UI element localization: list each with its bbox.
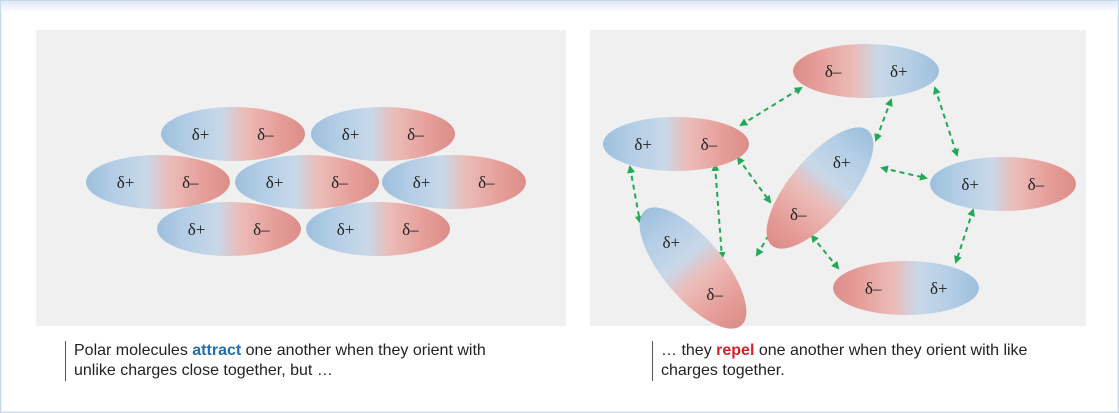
polar-molecule: δ– δ+ bbox=[833, 261, 979, 315]
attract-caption: Polar molecules attract one another when… bbox=[65, 341, 494, 381]
polar-molecule: δ+ δ– bbox=[311, 107, 455, 161]
polar-molecule: δ+ δ– bbox=[382, 155, 526, 209]
partial-positive-label: δ+ bbox=[413, 173, 431, 192]
partial-negative-label: δ– bbox=[865, 279, 882, 298]
molecule-body bbox=[382, 155, 526, 209]
partial-positive-label: δ+ bbox=[192, 125, 210, 144]
caption-text: one another when they orient with like c… bbox=[661, 342, 1028, 379]
molecule-body bbox=[766, 127, 874, 249]
molecule-body bbox=[157, 202, 301, 256]
partial-positive-label: δ+ bbox=[833, 153, 851, 172]
partial-positive-label: δ+ bbox=[337, 220, 355, 239]
molecule-body bbox=[639, 207, 747, 329]
partial-negative-label: δ– bbox=[402, 220, 419, 239]
partial-positive-label: δ+ bbox=[663, 233, 681, 252]
polar-molecule: δ+ δ– bbox=[157, 202, 301, 256]
partial-positive-label: δ+ bbox=[188, 220, 206, 239]
repulsion-arrow bbox=[880, 165, 928, 181]
interaction-arrows bbox=[627, 86, 975, 270]
attract-molecules: δ+ δ– δ+ δ– δ+ δ– δ+ δ– δ+ δ– δ+ δ– δ+ δ– bbox=[86, 107, 526, 256]
repulsion-arrow bbox=[810, 234, 840, 270]
molecule-body bbox=[306, 202, 450, 256]
repulsion-arrow bbox=[739, 86, 803, 127]
molecule-body bbox=[930, 157, 1076, 211]
molecule-body bbox=[311, 107, 455, 161]
partial-negative-label: δ– bbox=[253, 220, 270, 239]
molecule-body bbox=[161, 107, 305, 161]
molecule-body bbox=[235, 155, 379, 209]
partial-positive-label: δ+ bbox=[117, 173, 135, 192]
repulsion-arrow bbox=[874, 98, 893, 142]
polar-molecule: δ+ δ– bbox=[235, 155, 379, 209]
polar-molecule: δ– δ+ bbox=[793, 44, 939, 98]
molecule-body bbox=[603, 117, 749, 171]
repulsion-arrow bbox=[933, 86, 959, 157]
molecule-body bbox=[86, 155, 230, 209]
polar-molecule: δ+ δ– bbox=[306, 202, 450, 256]
caption-text: … they bbox=[661, 342, 717, 359]
partial-negative-label: δ– bbox=[1028, 175, 1045, 194]
polar-molecule: δ+ δ– bbox=[161, 107, 305, 161]
polar-molecule: δ+ δ– bbox=[86, 155, 230, 209]
repel-keyword: repel bbox=[716, 342, 755, 359]
partial-negative-label: δ– bbox=[257, 125, 274, 144]
partial-positive-label: δ+ bbox=[266, 173, 284, 192]
caption-text: one another when they orient with unlike… bbox=[74, 342, 486, 379]
partial-negative-label: δ– bbox=[706, 285, 723, 304]
attract-keyword: attract bbox=[192, 342, 242, 359]
partial-negative-label: δ– bbox=[331, 173, 348, 192]
partial-negative-label: δ– bbox=[790, 205, 807, 224]
repulsion-arrow bbox=[954, 208, 975, 264]
partial-positive-label: δ+ bbox=[930, 279, 948, 298]
partial-positive-label: δ+ bbox=[634, 135, 652, 154]
polar-molecule: δ+ δ– bbox=[603, 117, 749, 171]
polar-molecule: δ+ δ– bbox=[930, 157, 1076, 211]
partial-positive-label: δ+ bbox=[961, 175, 979, 194]
repel-molecules: δ– δ+ δ+ δ– δ– δ+ δ+ δ– δ+ δ– δ– δ+ bbox=[603, 44, 1076, 329]
polar-molecule: δ+ δ– bbox=[639, 207, 747, 329]
partial-negative-label: δ– bbox=[825, 62, 842, 81]
partial-negative-label: δ– bbox=[182, 173, 199, 192]
molecule-body bbox=[793, 44, 939, 98]
molecule-body bbox=[833, 261, 979, 315]
repulsion-arrow bbox=[736, 156, 772, 204]
partial-positive-label: δ+ bbox=[890, 62, 908, 81]
partial-negative-label: δ– bbox=[407, 125, 424, 144]
partial-negative-label: δ– bbox=[478, 173, 495, 192]
repel-caption: … they repel one another when they orien… bbox=[652, 341, 1061, 381]
partial-positive-label: δ+ bbox=[342, 125, 360, 144]
repulsion-arrow bbox=[711, 163, 726, 260]
partial-negative-label: δ– bbox=[701, 135, 718, 154]
caption-text: Polar molecules bbox=[74, 342, 193, 359]
polar-molecule: δ– δ+ bbox=[766, 127, 874, 249]
repulsion-arrow bbox=[627, 165, 643, 224]
